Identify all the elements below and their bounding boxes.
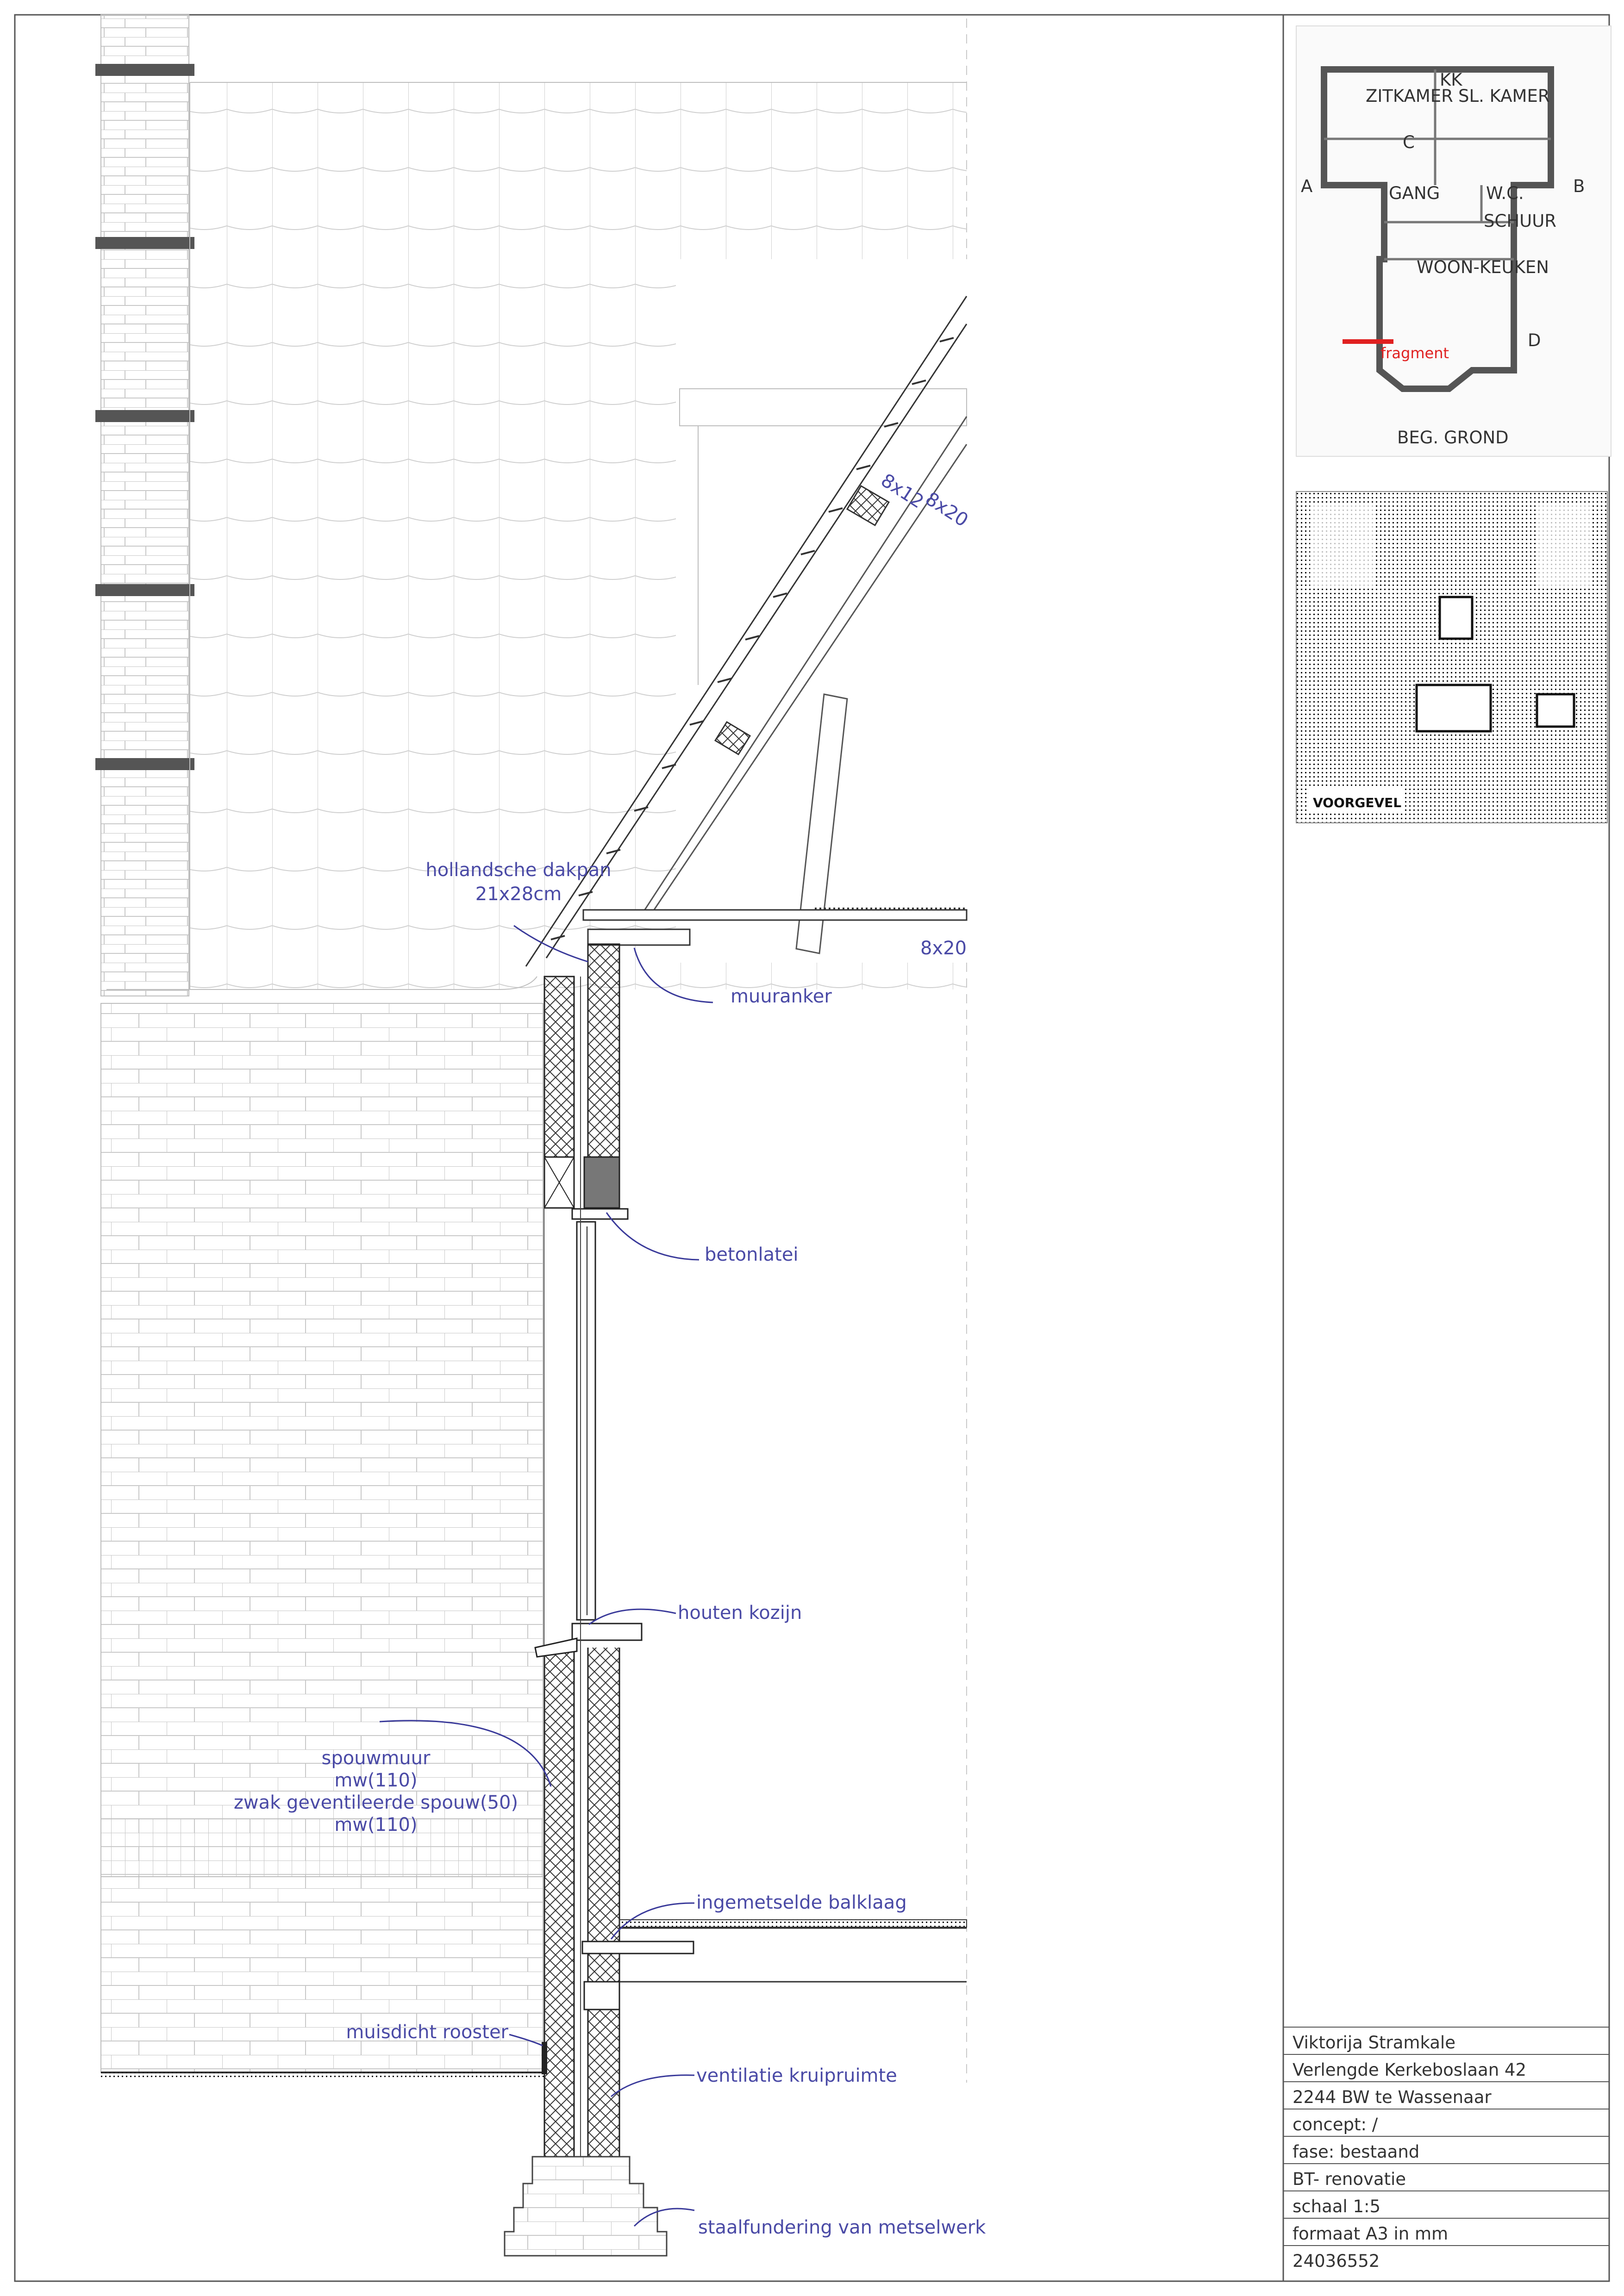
lintel-outer-x [544, 1157, 575, 1208]
titleblock-city: 2244 BW te Wassenaar [1293, 2087, 1492, 2107]
floorplan-mark: C [1403, 132, 1415, 152]
floorplan-room: GANG [1389, 183, 1440, 203]
floorplan-room: KK [1440, 70, 1463, 90]
fragment-label: fragment [1380, 344, 1449, 362]
rafter [643, 416, 968, 912]
floorplan-mark: D [1528, 330, 1541, 350]
elevation-sky [1537, 504, 1593, 588]
foundation-footing [504, 2156, 668, 2257]
label-spouwmuur-mw: mw(110) [334, 1770, 417, 1791]
titleblock: Viktorija Stramkale Verlengde Kerkebosla… [1283, 2027, 1609, 2271]
soldier-course [100, 1818, 543, 1877]
joist-anchor [581, 1941, 694, 1954]
elevation-dormer [1438, 596, 1474, 640]
reference-floorplan: ZITKAMER SL. KAMER GANG W.C. WOON-KEUKEN… [1296, 25, 1612, 457]
facade-brickwork [100, 1003, 543, 2073]
chimney-cap [95, 410, 194, 422]
wall-plate [587, 928, 691, 946]
chimney [100, 14, 189, 996]
elevation-window [1415, 684, 1492, 733]
floorplan-room: ZITKAMER [1366, 86, 1453, 106]
chimney-cap [95, 64, 194, 76]
floorplan-frame [1296, 25, 1612, 457]
rafter [652, 444, 968, 912]
chimney-cap [95, 584, 194, 596]
label-dakpan-size: 21x28cm [475, 884, 562, 905]
floorplan-inner [1324, 69, 1551, 261]
floorplan-walls [1321, 66, 1554, 392]
elevation-label-box [1306, 789, 1404, 812]
floorplan-room: WOON-KEUKEN [1417, 257, 1549, 277]
purlin [714, 721, 751, 756]
label-spouwmuur: spouwmuur [322, 1748, 431, 1769]
tile-steps [550, 337, 954, 940]
label-rooster: muisdicht rooster [346, 2022, 508, 2043]
window-sill [571, 1623, 643, 1641]
roof-batten-layer [545, 324, 968, 958]
label-balklaag: ingemetselde balklaag [696, 1892, 907, 1913]
elevation-sky [1310, 504, 1375, 588]
chimney-cap [95, 237, 194, 249]
section-drawing [95, 14, 972, 2257]
elevation-window [1536, 693, 1575, 728]
mouse-grille [542, 2042, 547, 2074]
label-spouwmuur-cavity: zwak geventileerde spouw(50) [234, 1792, 518, 1813]
titleblock-concept: concept: / [1293, 2115, 1378, 2134]
concrete-lintel [583, 1156, 620, 1209]
label-spouwmuur-mw: mw(110) [334, 1814, 417, 1836]
elevation-title: VOORGEVEL [1313, 795, 1401, 810]
purlin [846, 485, 890, 527]
annotations: hollandsche dakpan 21x28cm 8x12 8x20 8x2… [234, 470, 986, 2238]
label-betonlatei: betonlatei [705, 1244, 799, 1265]
titleblock-address: Verlengde Kerkeboslaan 42 [1293, 2060, 1526, 2080]
label-fundering: staalfundering van metselwerk [698, 2217, 986, 2238]
titleblock-scale: schaal 1:5 [1293, 2196, 1380, 2216]
reference-elevation: VOORGEVEL [1296, 491, 1608, 823]
leader-lines [379, 925, 713, 2227]
label-beam: 8x20 [920, 938, 967, 959]
joist-end [583, 1981, 620, 2010]
titleblock-format: formaat A3 in mm [1293, 2224, 1448, 2244]
roof-eave [106, 976, 537, 990]
titleblock-project: BT- renovatie [1293, 2169, 1406, 2189]
ground-dots [101, 2072, 544, 2077]
floorplan-room: W.C. [1486, 183, 1524, 203]
floorplan-room: SCHUUR [1484, 211, 1556, 231]
sheet-border [14, 14, 1610, 2282]
titleblock-author: Viktorija Stramkale [1293, 2033, 1455, 2053]
floor-boards [619, 1919, 967, 1928]
roof-tile-layer [525, 296, 968, 967]
dormer-cheek [679, 388, 967, 426]
titleblock-number: 24036552 [1293, 2251, 1380, 2271]
strut [795, 693, 848, 954]
floorplan-mark: B [1573, 176, 1585, 196]
titleblock-phase: fase: bestaand [1293, 2142, 1419, 2162]
outer-sill [534, 1637, 578, 1658]
label-dakpan: hollandsche dakpan [425, 859, 611, 881]
floorplan-title: BEG. GROND [1397, 428, 1509, 448]
window-frame [576, 1221, 596, 1621]
label-kozijn: houten kozijn [678, 1602, 802, 1624]
floorplan-room: SL. KAMER [1458, 86, 1550, 106]
chimney-cap [95, 758, 194, 770]
label-muuranker: muuranker [731, 986, 832, 1007]
lintel-plate [571, 1208, 629, 1220]
label-kruipruimte: ventilatie kruipruimte [696, 2065, 897, 2086]
floorplan-mark: A [1301, 176, 1312, 196]
ceiling-beam [582, 909, 968, 921]
